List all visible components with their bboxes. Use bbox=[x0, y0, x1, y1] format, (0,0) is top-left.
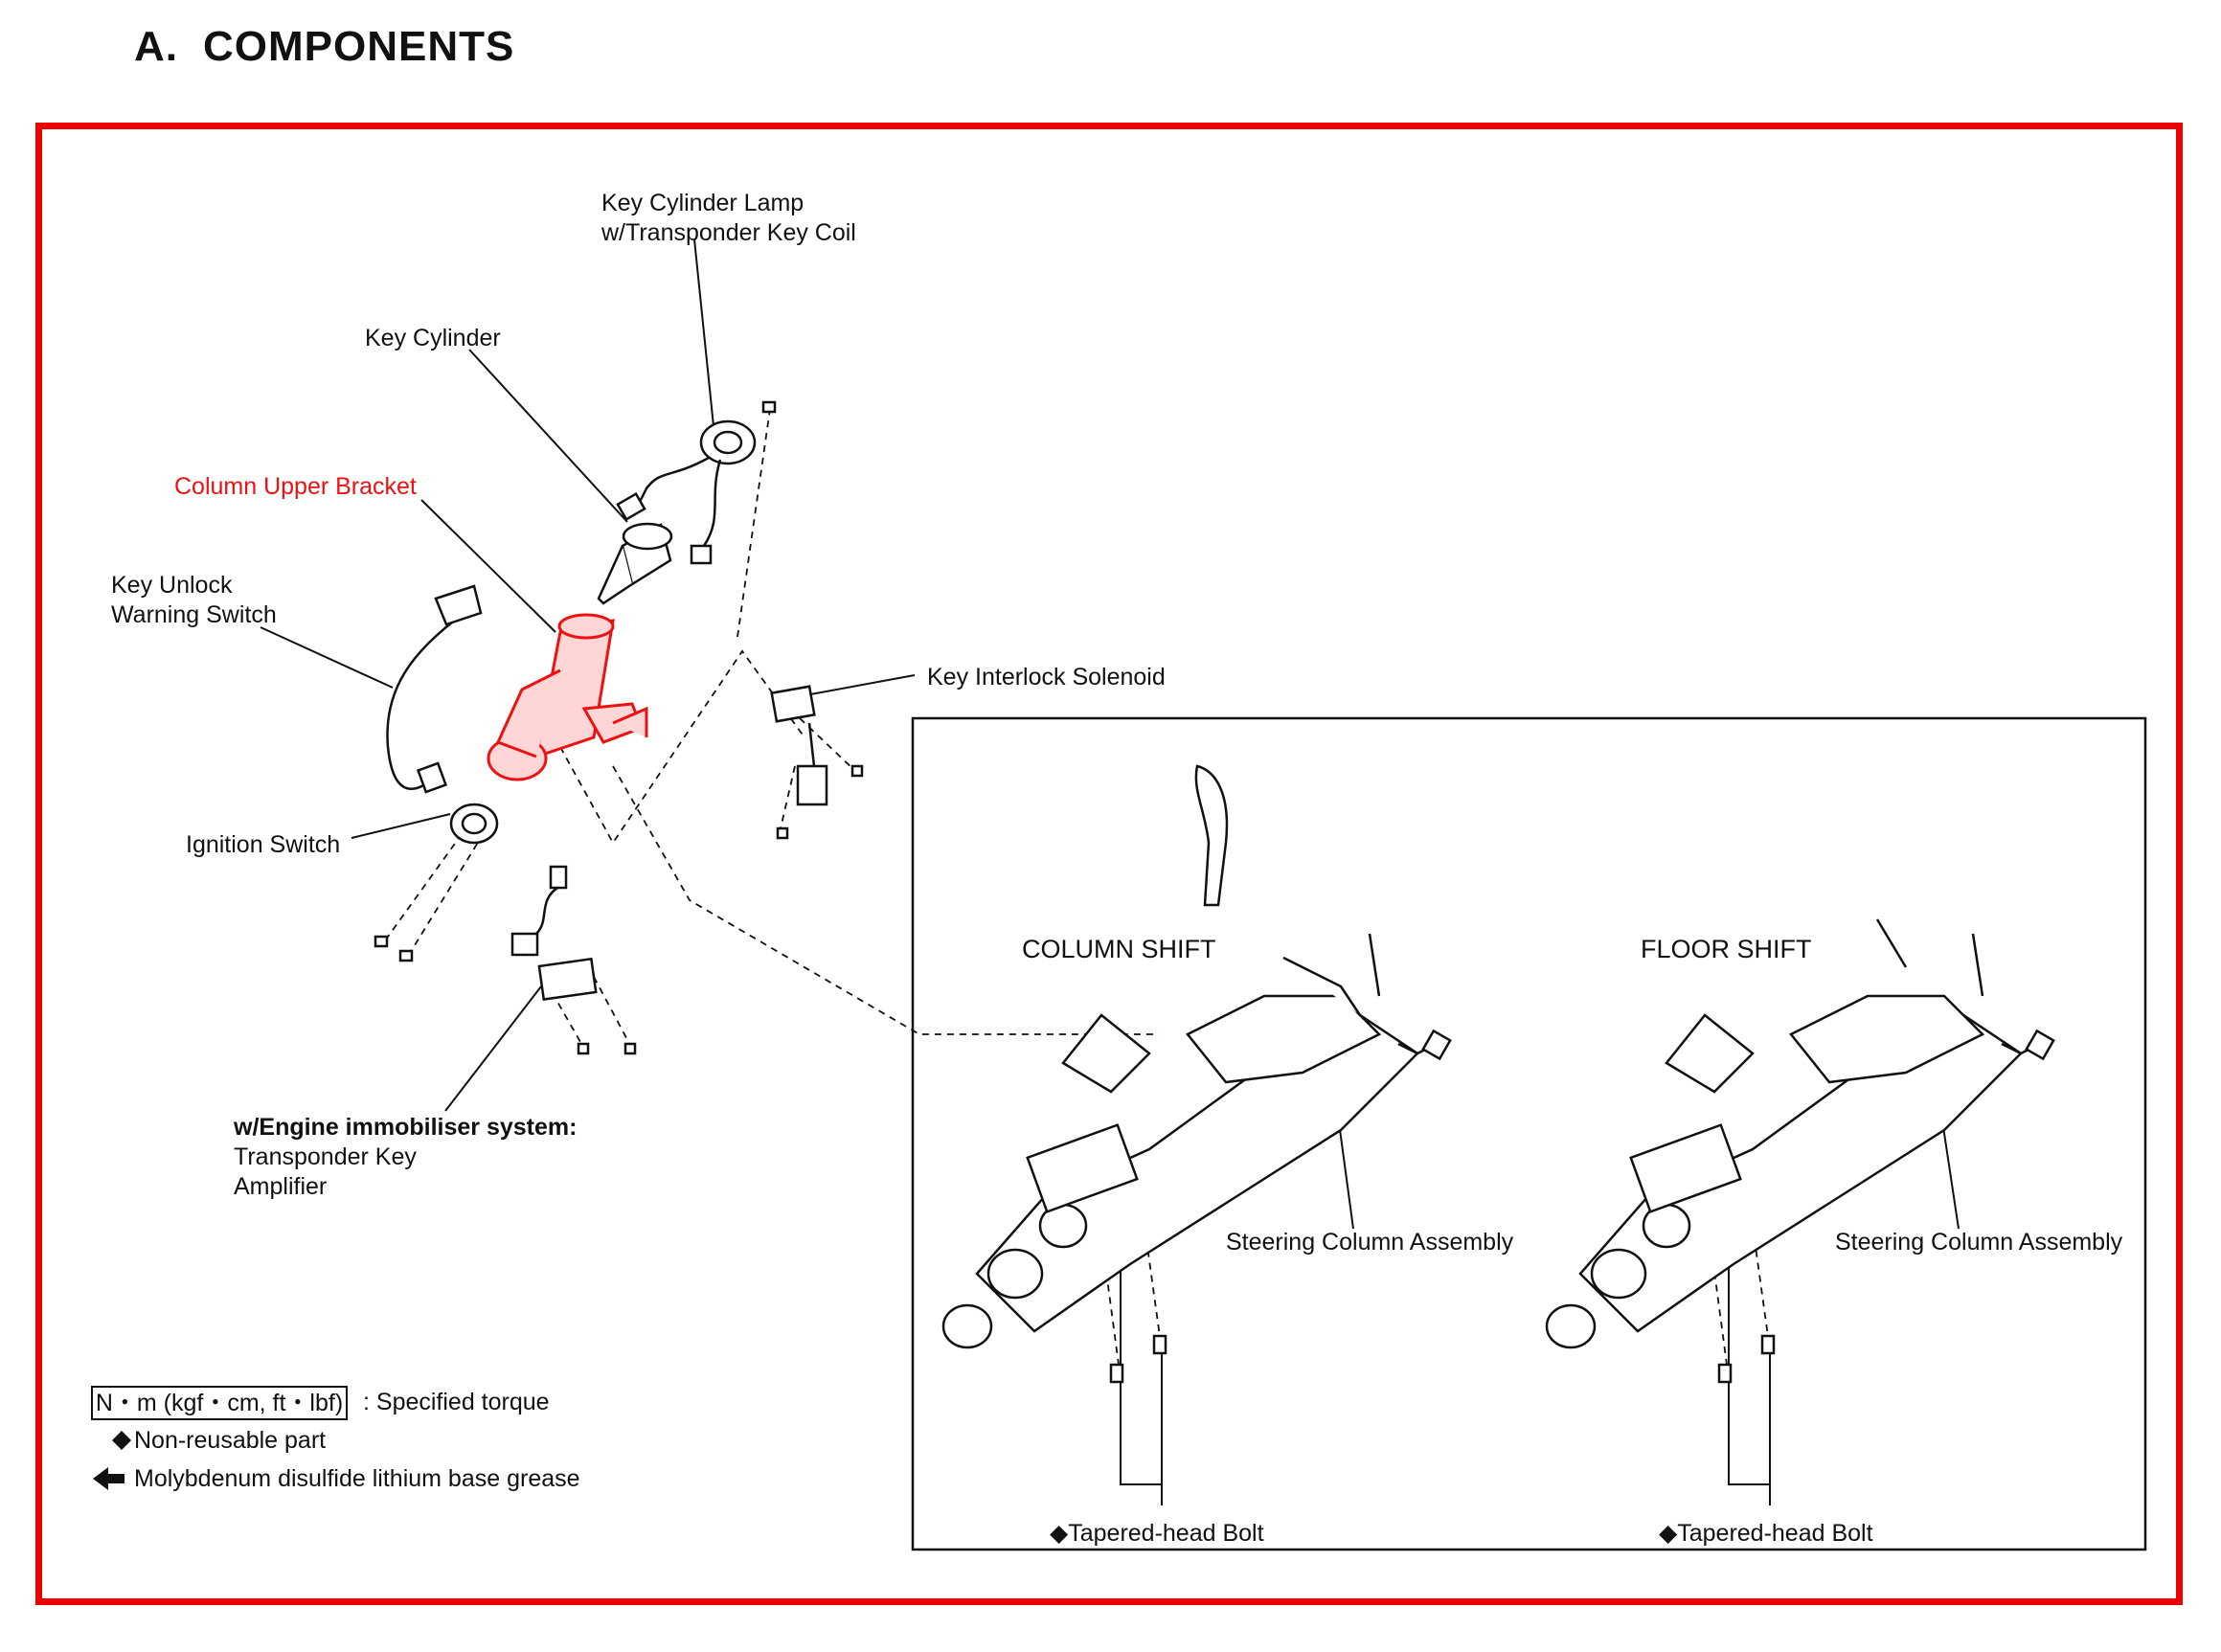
label-key-unlock-2: Warning Switch bbox=[111, 601, 277, 628]
label-ignition-switch: Ignition Switch bbox=[186, 831, 341, 858]
grease-arrow-icon bbox=[93, 1467, 125, 1490]
transponder-amplifier-part bbox=[510, 865, 637, 1055]
inset-box bbox=[911, 716, 2147, 1551]
non-reusable-legend-text: Non-reusable part bbox=[134, 1427, 327, 1454]
leader-key-unlock bbox=[260, 626, 394, 689]
label-column-shift: COLUMN SHIFT bbox=[1022, 935, 1216, 963]
leader-column-upper-bracket bbox=[420, 499, 556, 633]
label-bolt-right: ◆Tapered-head Bolt bbox=[1659, 1520, 1873, 1547]
leader-bolt-right bbox=[1728, 1183, 1771, 1485]
dashed-link-solenoid bbox=[559, 649, 805, 845]
label-key-cylinder-lamp-1: Key Cylinder Lamp bbox=[601, 190, 805, 216]
floor-shift-assembly bbox=[1545, 918, 2055, 1384]
label-steering-column-left: Steering Column Assembly bbox=[1226, 1229, 1514, 1256]
diagram-frame bbox=[35, 123, 2183, 1605]
leader-key-cylinder-lamp bbox=[693, 238, 714, 427]
column-shift-assembly bbox=[941, 764, 1452, 1384]
leader-bolt-left bbox=[1120, 1183, 1163, 1485]
key-cylinder-lamp-part bbox=[616, 400, 777, 565]
leader-ignition-switch bbox=[351, 813, 451, 839]
dashed-link-inset bbox=[612, 765, 1159, 1035]
leader-key-interlock bbox=[794, 674, 916, 698]
label-key-cylinder: Key Cylinder bbox=[365, 325, 501, 351]
page-heading: A. COMPONENTS bbox=[134, 23, 514, 71]
label-immobiliser-heading: w/Engine immobiliser system: bbox=[234, 1114, 578, 1141]
leader-transponder bbox=[444, 985, 542, 1112]
heading-title: COMPONENTS bbox=[203, 23, 515, 70]
key-cylinder-part bbox=[597, 522, 673, 605]
ignition-switch-part bbox=[374, 803, 499, 962]
label-column-upper-bracket: Column Upper Bracket bbox=[174, 473, 417, 500]
label-transponder-1: Transponder Key bbox=[234, 1143, 417, 1170]
key-interlock-solenoid-part bbox=[770, 685, 864, 840]
key-unlock-switch-part bbox=[386, 584, 483, 794]
torque-legend-text: : Specified torque bbox=[363, 1389, 550, 1415]
grease-legend-text: Molybdenum disulfide lithium base grease bbox=[134, 1465, 580, 1492]
label-key-cylinder-lamp-2: w/Transponder Key Coil bbox=[601, 219, 856, 246]
label-key-unlock-1: Key Unlock bbox=[111, 572, 233, 599]
torque-legend-box: N・m (kgf・cm, ft・lbf) bbox=[91, 1386, 348, 1420]
diamond-symbol bbox=[112, 1431, 131, 1450]
label-transponder-2: Amplifier bbox=[234, 1173, 328, 1200]
column-upper-bracket-part bbox=[487, 613, 648, 781]
heading-number: A. bbox=[134, 23, 178, 70]
label-bolt-left: ◆Tapered-head Bolt bbox=[1050, 1520, 1264, 1547]
leader-key-cylinder bbox=[468, 349, 628, 523]
label-floor-shift: FLOOR SHIFT bbox=[1641, 935, 1812, 963]
label-steering-column-right: Steering Column Assembly bbox=[1835, 1229, 2123, 1256]
label-key-interlock-solenoid: Key Interlock Solenoid bbox=[927, 664, 1166, 690]
